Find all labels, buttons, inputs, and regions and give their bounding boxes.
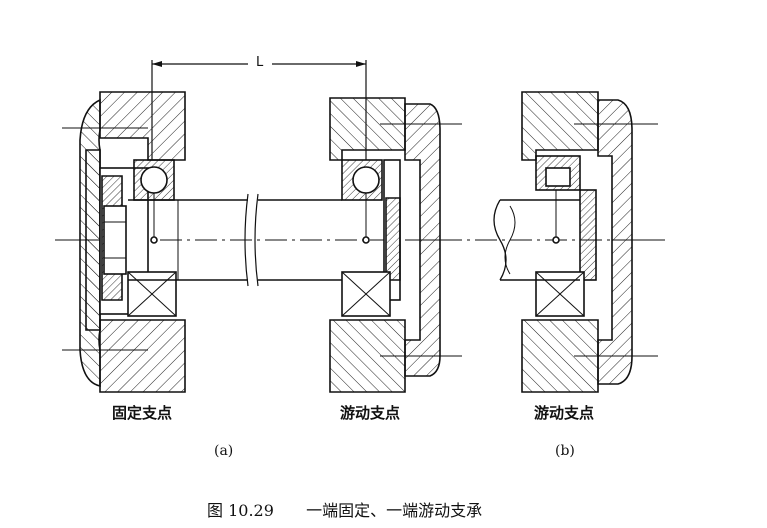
dimension-label: L [256, 55, 264, 70]
subfigure-b-label: (b) [555, 443, 575, 459]
floating-support-b-housing [493, 91, 658, 393]
figure-number: 图 10.29 [207, 501, 274, 520]
fixed-support-label: 固定支点 [112, 404, 173, 422]
fixed-support-housing [62, 91, 186, 393]
shaft [128, 193, 342, 287]
floating-support-a-housing [329, 97, 462, 393]
figure-caption: 图 10.29 一端固定、一端游动支承 [207, 497, 482, 521]
subfigure-a-label: (a) [214, 443, 234, 459]
figure-title: 一端固定、一端游动支承 [306, 501, 483, 520]
floating-support-a-label: 游动支点 [340, 404, 401, 422]
floating-support-b-label: 游动支点 [534, 404, 595, 422]
